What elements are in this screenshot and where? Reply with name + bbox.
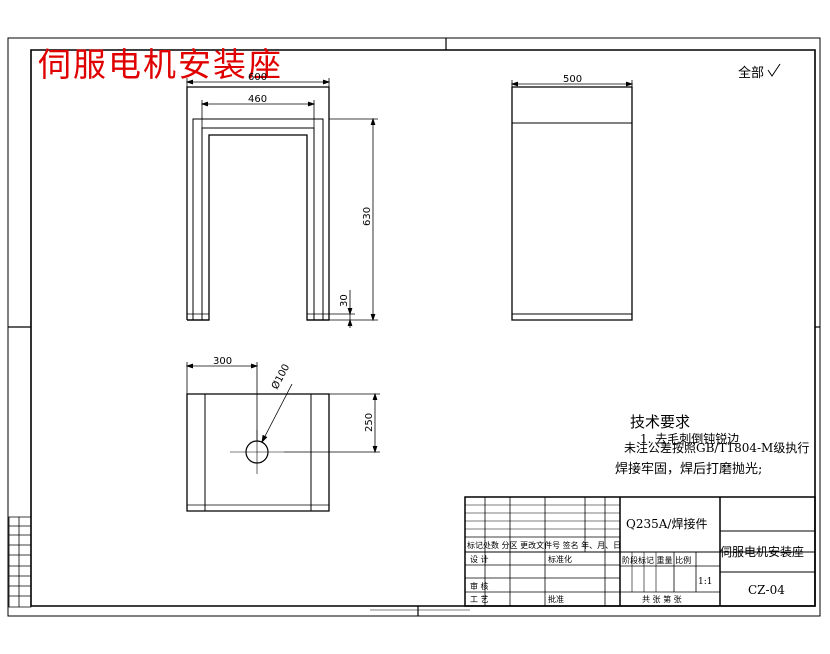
title-block-design: 设 计 (470, 554, 489, 564)
top-dimensions (187, 362, 380, 452)
title-block-material: Q235A/焊接件 (626, 516, 707, 531)
dim-top-250: 250 (364, 413, 375, 432)
dim-front-600: 600 (248, 72, 267, 83)
title-block-standardization: 标准化 (548, 554, 572, 564)
tech-requirement-line-1: 1. 去毛刺倒钝锐边 (640, 432, 739, 446)
title-block (465, 497, 815, 606)
dim-front-630: 630 (362, 207, 373, 226)
drawing-header-title: 伺服电机安装座 (38, 45, 283, 84)
front-view (187, 87, 329, 320)
title-block-process: 工 艺 (470, 595, 489, 604)
title-block-revision-row: 标记处数 分区 更改文件号 签名 年、月、日 (467, 540, 621, 550)
dim-top-300: 300 (213, 356, 232, 367)
technical-requirements: 技术要求 1. 去毛刺倒钝锐边 未注公差按照GB/T1804-M级执行 焊接牢固… (615, 413, 809, 477)
front-dimensions (187, 78, 378, 328)
top-view (187, 394, 329, 511)
dim-front-30: 30 (339, 294, 350, 307)
dim-side-500: 500 (563, 74, 582, 85)
tech-requirement-line-2: 未注公差按照GB/T1804-M级执行 (624, 440, 809, 455)
drawing-frame (8, 38, 820, 616)
title-block-sheets: 共 张 第 张 (642, 594, 682, 604)
title-block-stage: 阶段标记 重量 比例 (622, 555, 691, 565)
title-block-approve: 批准 (548, 594, 564, 604)
dim-front-460: 460 (248, 94, 267, 105)
title-block-scale: 1:1 (698, 577, 712, 587)
dim-hole-diameter: Ø100 (269, 362, 292, 391)
roughness-note-text: 全部 (738, 65, 764, 81)
side-dimensions (512, 80, 632, 87)
title-block-part-name: 伺服电机安装座 (720, 544, 804, 559)
roughness-note: 全部 (738, 64, 780, 81)
side-view (512, 87, 632, 320)
tech-requirement-line-3: 焊接牢固，焊后打磨抛光; (615, 461, 762, 477)
roughness-symbol-icon (768, 64, 780, 76)
tech-requirements-heading: 技术要求 (630, 413, 690, 431)
title-block-drawing-no: CZ-04 (748, 583, 785, 597)
title-block-review: 审 核 (470, 581, 489, 591)
side-revision-table (9, 517, 31, 607)
